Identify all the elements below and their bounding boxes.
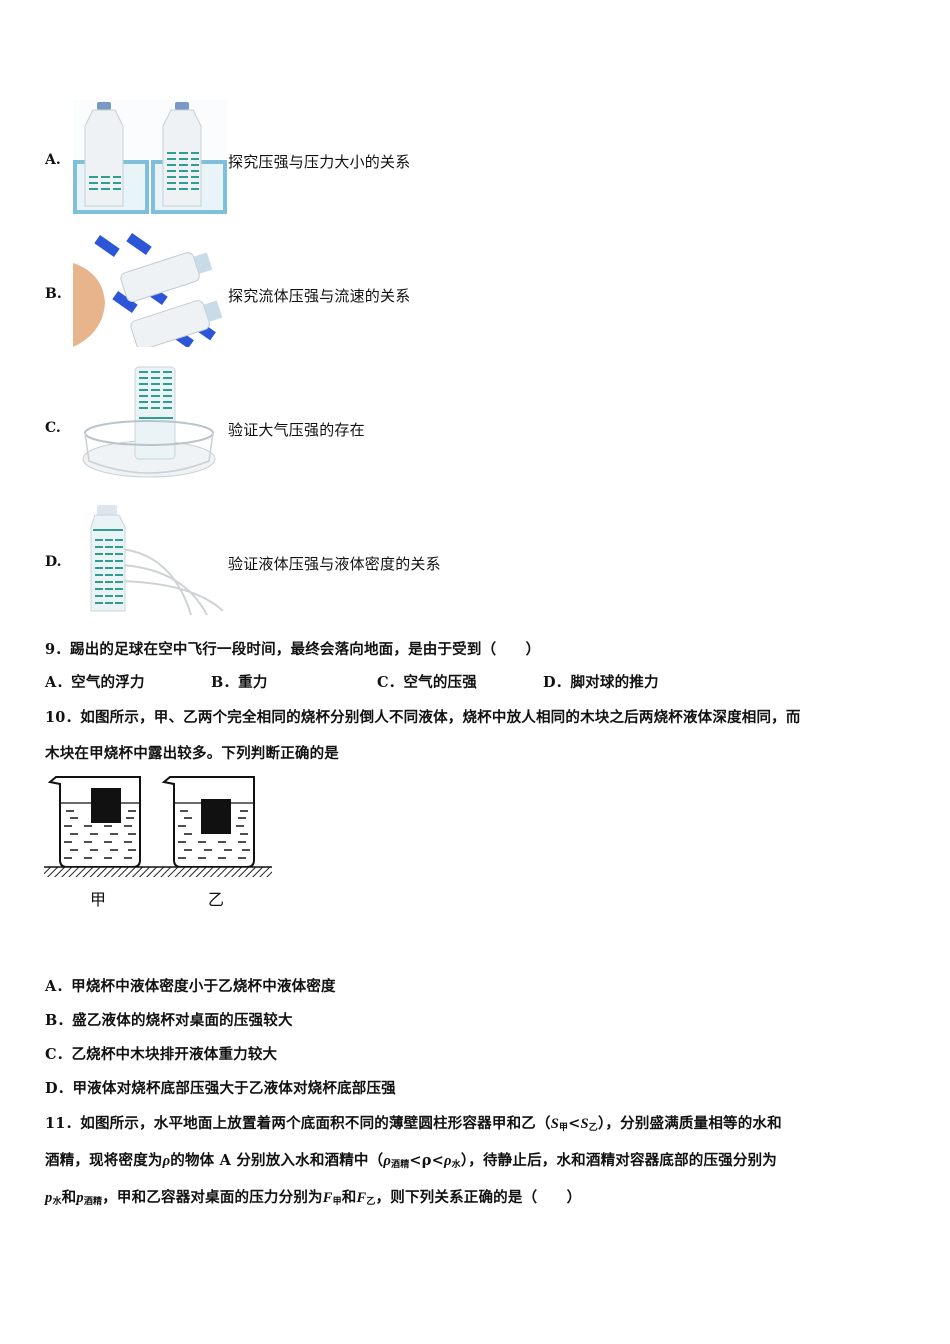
question-stem-line-2: 木块在甲烧杯中露出较多。下列判断正确的是	[45, 745, 339, 762]
option-text: 脚对球的推力	[570, 674, 659, 691]
subscript: 酒精	[391, 1160, 410, 1170]
q10-option-b: B．盛乙液体的烧杯对桌面的压强较大	[45, 1009, 293, 1030]
option-text: 甲液体对烧杯底部压强大于乙液体对烧杯底部压强	[72, 1080, 396, 1097]
subscript: 甲	[558, 1123, 569, 1133]
text: ），分别盛满质量相等的水和	[597, 1115, 782, 1132]
symbol-f: F	[356, 1190, 367, 1206]
text: ，甲和乙容器对桌面的压力分别为	[102, 1189, 323, 1206]
symbol-s: S	[580, 1116, 589, 1132]
q9-option-b: B．重力	[211, 671, 268, 692]
beakers-figure: 甲 乙	[44, 774, 274, 914]
option-label: B．	[211, 674, 239, 691]
symbol-f: F	[322, 1190, 333, 1206]
question-stem-line-2: 酒精，现将密度为ρ的物体 A 分别放入水和酒精中（ρ酒精<ρ<ρ水），待静止后，…	[45, 1149, 777, 1170]
subscript: 水	[52, 1197, 62, 1207]
option-text: 盛乙液体的烧杯对桌面的压强较大	[72, 1012, 293, 1029]
question-stem: 9．踢出的足球在空中飞行一段时间，最终会落向地面，是由于受到（ ）	[45, 641, 541, 658]
option-text: 甲烧杯中液体密度小于乙烧杯中液体密度	[71, 978, 336, 995]
q9-option-c: C．空气的压强	[377, 671, 477, 692]
option-label: C．	[377, 674, 404, 691]
q10-option-d: D．甲液体对烧杯底部压强大于乙液体对烧杯底部压强	[45, 1077, 396, 1098]
option-text: 空气的压强	[403, 674, 477, 691]
beaker-label-yi: 乙	[208, 890, 225, 909]
q10-option-a: A．甲烧杯中液体密度小于乙烧杯中液体密度	[45, 975, 336, 996]
bottle-with-water-jets-image	[73, 499, 227, 615]
option-text: 验证大气压强的存在	[228, 421, 365, 439]
option-label: A．	[45, 674, 72, 691]
text: 的物体 A 分别放入水和酒精中（	[170, 1152, 384, 1169]
option-label: C．	[45, 1046, 72, 1063]
question-stem-line-1: 10．如图所示，甲、乙两个完全相同的烧杯分别倒人不同液体，烧杯中放人相同的木块之…	[45, 709, 801, 726]
two-bottles-on-sponge-image	[73, 100, 227, 214]
option-label: D.	[45, 554, 62, 570]
text: 和	[61, 1189, 77, 1206]
symbol-p: p	[45, 1190, 53, 1206]
text: 和	[341, 1189, 357, 1206]
subscript: 乙	[588, 1123, 598, 1133]
option-text: 探究流体压强与流速的关系	[228, 287, 411, 305]
option-label: C.	[45, 420, 61, 436]
less-than: <	[568, 1115, 581, 1132]
symbol-rho: ρ	[383, 1153, 391, 1169]
subscript: 水	[451, 1160, 461, 1170]
option-label: D．	[45, 1080, 73, 1097]
text: 酒精，现将密度为	[45, 1152, 163, 1169]
option-label: D．	[543, 674, 571, 691]
inequality: <ρ<	[409, 1152, 444, 1169]
option-text: 乙烧杯中木块排开液体重力较大	[71, 1046, 278, 1063]
symbol-p: p	[76, 1190, 84, 1206]
inverted-bottle-in-dish-image	[73, 365, 227, 481]
q9-option-a: A．空气的浮力	[45, 671, 145, 692]
text: ，则下列关系正确的是（ ）	[375, 1189, 582, 1206]
symbol-s: S	[550, 1116, 559, 1132]
option-label: A.	[45, 152, 61, 168]
option-label: B.	[45, 286, 62, 302]
question-stem-line-1: 11．如图所示，水平地面上放置着两个底面积不同的薄壁圆柱形容器甲和乙（S甲<S乙…	[45, 1112, 782, 1133]
subscript: 乙	[366, 1197, 376, 1207]
symbol-rho: ρ	[162, 1153, 171, 1169]
text: ），待静止后，水和酒精对容器底部的压强分别为	[460, 1152, 777, 1169]
symbol-rho: ρ	[443, 1153, 452, 1169]
question-stem-line-3: p水和p酒精，甲和乙容器对桌面的压力分别为F甲和F乙，则下列关系正确的是（ ）	[45, 1186, 581, 1207]
option-text: 探究压强与压力大小的关系	[228, 153, 411, 171]
option-label: A．	[45, 978, 72, 995]
q9-option-d: D．脚对球的推力	[543, 671, 659, 692]
option-label: B．	[45, 1012, 73, 1029]
beaker-label-jia: 甲	[90, 890, 107, 909]
option-text: 空气的浮力	[71, 674, 145, 691]
subscript: 甲	[332, 1197, 342, 1207]
q10-option-c: C．乙烧杯中木块排开液体重力较大	[45, 1043, 277, 1064]
text: 11．如图所示，水平地面上放置着两个底面积不同的薄壁圆柱形容器甲和乙（	[45, 1115, 551, 1132]
blowing-between-bottles-image	[73, 233, 225, 347]
option-text: 重力	[238, 674, 268, 691]
subscript: 酒精	[83, 1197, 103, 1207]
option-text: 验证液体压强与液体密度的关系	[228, 555, 441, 573]
